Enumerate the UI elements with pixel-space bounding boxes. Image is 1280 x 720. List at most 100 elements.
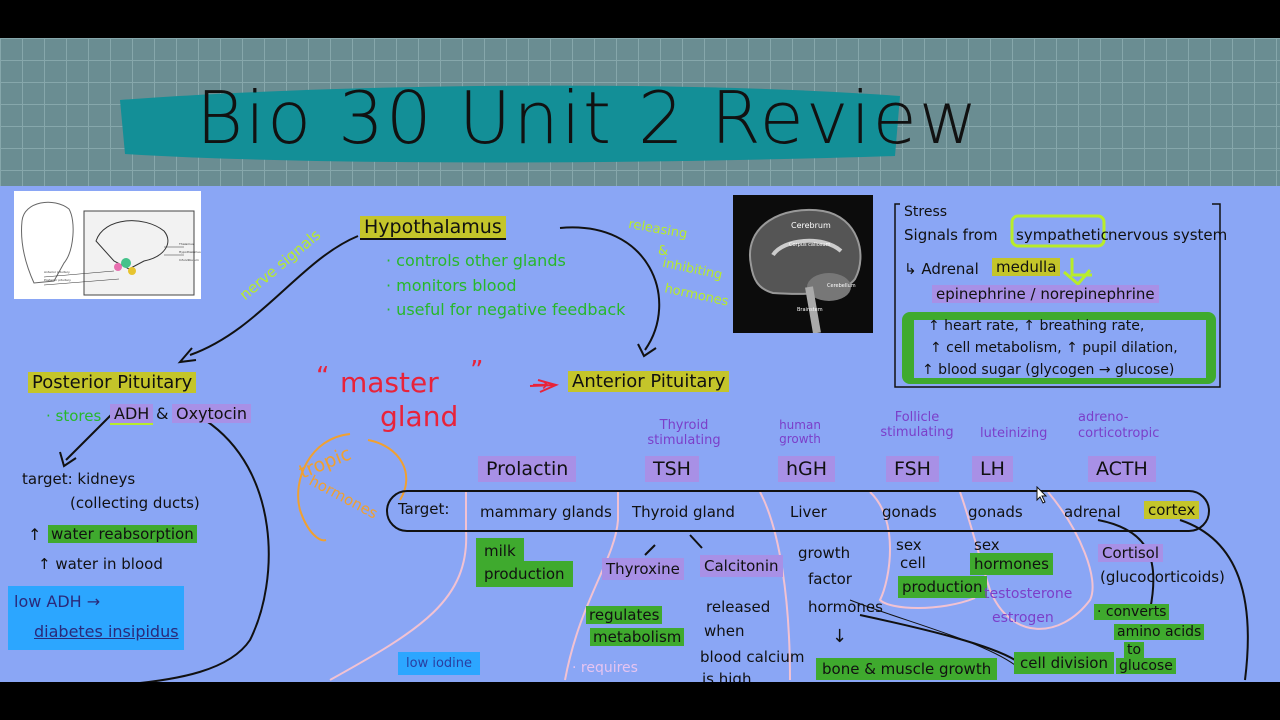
effect-line: ↑ blood sugar (glycogen → glucose): [922, 362, 1175, 378]
hormone-fullname: Thyroid stimulating: [647, 418, 721, 448]
hormone-abbr-hgh: hGH: [778, 456, 836, 482]
hypothalamus-bullet: · useful for negative feedback: [386, 300, 626, 319]
low-adh-label: low ADH →: [14, 592, 101, 611]
collecting-ducts: (collecting ducts): [70, 494, 200, 512]
glucose-label: glucose: [1116, 658, 1176, 674]
target-row: [386, 490, 1210, 532]
target-mammary: mammary glands: [480, 503, 612, 521]
adrenal-label: ↳ Adrenal: [904, 260, 979, 278]
hormone-abbr-lh: LH: [972, 456, 1013, 482]
to-label: to: [1124, 642, 1145, 658]
stores-label: · stores: [46, 407, 102, 425]
iodine-label: low iodine: [398, 652, 480, 675]
effect-line: ↑ heart rate, ↑ breathing rate,: [928, 318, 1145, 334]
released-label: released: [706, 598, 771, 616]
sex-hormones: hormones: [970, 553, 1053, 575]
diagram-label: Anterior pituitary: [44, 270, 70, 274]
testosterone-label: testosterone: [984, 586, 1073, 602]
hypothalamus-heading: Hypothalamus: [360, 216, 506, 240]
page-title: Bio 30 Unit 2 Review: [196, 76, 980, 160]
hormone-fullname: human growth: [779, 418, 821, 446]
anterior-pituitary-heading: Anterior Pituitary: [568, 371, 730, 392]
whiteboard: [0, 186, 1280, 682]
epinephrine-label: epinephrine / norepinephrine: [932, 285, 1159, 303]
hormone-fullname: luteinizing: [980, 426, 1048, 441]
target-kidneys: target: kidneys: [22, 470, 136, 488]
cell-label: cell: [900, 554, 926, 572]
blood-calcium-label: blood calcium: [700, 648, 805, 666]
mri-brain-image: Cerebrum Corpus callosum Cerebellum Brai…: [733, 195, 873, 334]
mri-label: Brainstem: [797, 307, 823, 313]
hormones-label: hormones: [808, 598, 883, 616]
letterbox-top: [0, 0, 1280, 38]
converts-label: · converts: [1094, 604, 1170, 620]
hormone-fullname: Follicle stimulating: [880, 410, 954, 440]
letterbox-bottom: [0, 682, 1280, 720]
hormone-abbr-prolactin: Prolactin: [478, 456, 577, 482]
hormone-abbr-fsh: FSH: [886, 456, 939, 482]
calcitonin-label: Calcitonin: [700, 555, 783, 577]
posterior-pituitary-heading: Posterior Pituitary: [28, 372, 197, 393]
sex-label: sex: [974, 536, 1000, 554]
down-arrow: ↓: [832, 626, 848, 647]
production-label: production: [898, 576, 987, 598]
estrogen-label: estrogen: [992, 610, 1054, 626]
hypothalamus-bullet: · monitors blood: [386, 276, 517, 295]
metabolism-label: metabolism: [590, 628, 685, 646]
gland-label: gland: [380, 400, 459, 433]
diabetes-insipidus: diabetes insipidus: [34, 622, 179, 641]
diagram-label: Thalamus: [179, 242, 194, 246]
cortisol-label: Cortisol: [1098, 544, 1164, 562]
signals-label: Signals from: [904, 226, 998, 244]
growth-label: growth: [798, 544, 851, 562]
nervous-system-label: nervous system: [1108, 226, 1228, 244]
hormone-abbr-acth: ACTH: [1088, 456, 1156, 482]
target-adrenal: adrenal: [1064, 503, 1121, 521]
low-adh-box: [8, 586, 184, 650]
hypothalamus-bullet: · controls other glands: [386, 251, 566, 270]
mouse-cursor-icon: [1036, 486, 1048, 504]
up-arrow: ↑: [28, 525, 42, 544]
master-label: master: [340, 366, 439, 399]
target-cortex: cortex: [1144, 501, 1200, 519]
anterior-arrow: →: [532, 372, 549, 396]
quote-open: “: [316, 362, 330, 392]
sex-label: sex: [896, 536, 922, 554]
regulates-label: regulates: [586, 606, 663, 624]
diagram-label: Posterior pituitary: [44, 278, 71, 282]
target-gonads: gonads: [968, 503, 1023, 521]
cell-division: cell division: [1014, 652, 1114, 674]
bone-muscle-growth: bone & muscle growth: [816, 658, 998, 680]
hormone-abbr-tsh: TSH: [645, 456, 699, 482]
stress-label: Stress: [904, 204, 948, 220]
effect-line: ↑ cell metabolism, ↑ pupil dilation,: [930, 340, 1178, 356]
water-in-blood: ↑ water in blood: [38, 555, 163, 573]
production-label: production: [476, 561, 573, 587]
hormone-fullname: adreno-corticotropic: [1078, 410, 1160, 441]
amino-acids-label: amino acids: [1114, 624, 1205, 640]
quote-close: ”: [470, 356, 484, 386]
milk-label: milk: [476, 538, 524, 564]
mri-label: Corpus callosum: [789, 242, 831, 248]
sympathetic-label: sympathetic: [1016, 226, 1109, 244]
diagram-label: Hypothalamus: [179, 250, 201, 254]
target-thyroid: Thyroid gland: [632, 503, 735, 521]
diagram-label: Infundibulum: [179, 258, 199, 262]
water-reabsorption: water reabsorption: [48, 525, 197, 543]
amp-label: &: [156, 404, 169, 423]
target-label: Target:: [398, 500, 450, 518]
medulla-label: medulla: [992, 258, 1061, 276]
thyroxine-label: Thyroxine: [602, 558, 684, 580]
adh-label: ADH: [110, 404, 154, 425]
glucocorticoids-label: (glucocorticoids): [1100, 568, 1225, 586]
requires-label: · requires: [572, 660, 638, 676]
target-liver: Liver: [790, 503, 827, 521]
mri-label: Cerebrum: [791, 221, 831, 230]
oxytocin-label: Oxytocin: [172, 404, 251, 423]
factor-label: factor: [808, 570, 852, 588]
amp-label: &: [658, 244, 669, 259]
when-label: when: [704, 622, 745, 640]
target-gonads: gonads: [882, 503, 937, 521]
